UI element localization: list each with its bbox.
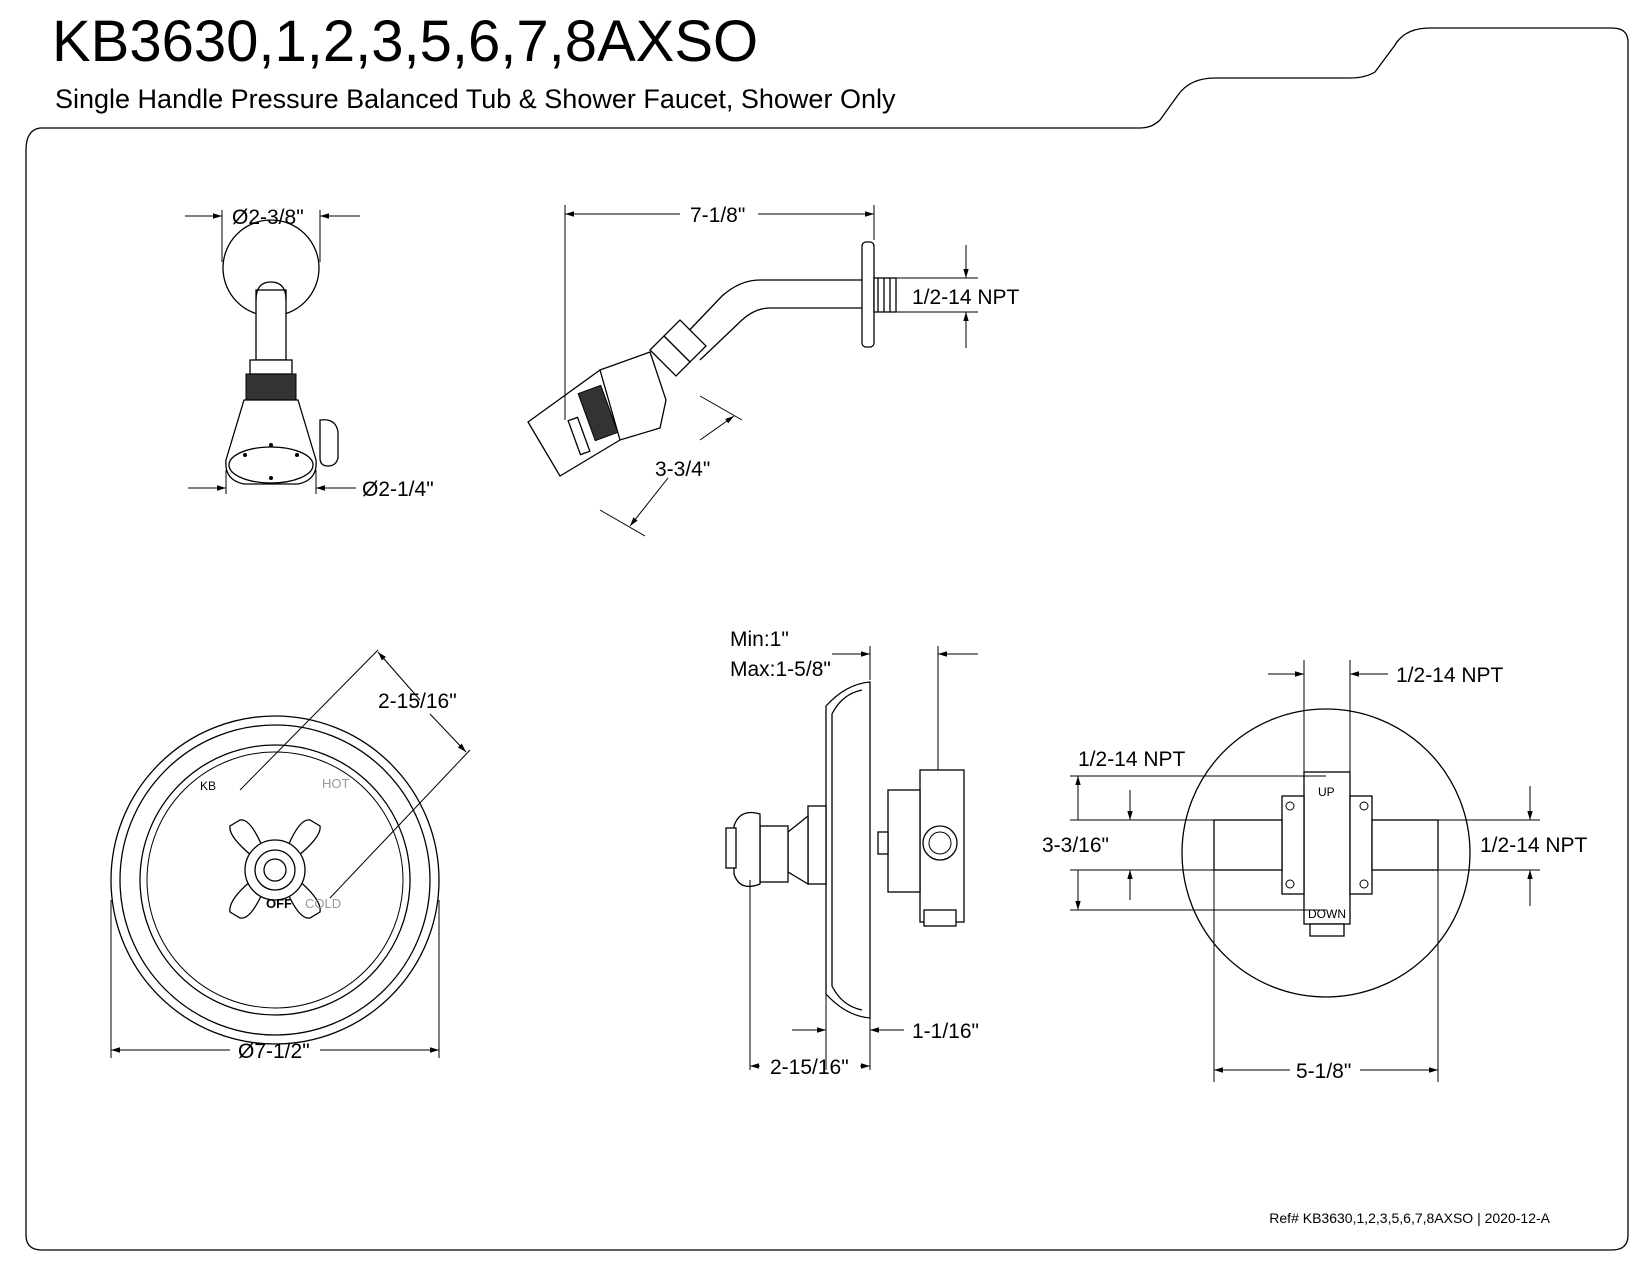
inlet-thread-label: 1/2-14 NPT [912,286,1020,309]
arm-length-label: 7-1/8" [690,204,745,227]
valve-side-view: Min:1" Max:1-5/8" 1-1/16" 2-15/16" [725,628,979,1079]
up-label: UP [1318,785,1335,799]
head-length-label: 3-3/4" [655,458,710,481]
sheet-border [25,27,1629,1251]
left-inlet-label: 1/2-14 NPT [1078,748,1186,771]
reference-number: Ref# KB3630,1,2,3,5,6,7,8AXSO | 2020-12-… [1269,1210,1550,1226]
right-inlet-label: 1/2-14 NPT [1480,834,1588,857]
model-number-title: KB3630,1,2,3,5,6,7,8AXSO [52,9,759,74]
plate-depth-label: 1-1/16" [912,1020,979,1043]
wall-min-label: Min:1" [730,628,789,651]
head-diameter-label: Ø2-1/4" [362,478,434,501]
product-description: Single Handle Pressure Balanced Tub & Sh… [55,84,896,114]
plate-diameter-label: Ø7-1/2" [238,1040,310,1063]
cold-label: COLD [305,896,341,911]
hot-label: HOT [322,776,350,791]
off-label: OFF [266,896,292,911]
down-label: DOWN [1308,907,1346,921]
handle-projection-label: 2-15/16" [770,1056,849,1079]
showerhead-side-view: 7-1/8" 1/2-14 NPT 3-3/4" [527,204,1020,537]
flange-diameter-label: Ø2-3/8" [232,206,304,229]
inlet-height-label: 3-3/16" [1042,834,1109,857]
inlet-span-label: 5-1/8" [1296,1060,1351,1083]
trim-plate-front-view: KB HOT COLD OFF 2-15/16" Ø7-1/2" [110,649,471,1063]
showerhead-front-view: Ø2-3/8" Ø2-1/4" [185,206,434,501]
wall-max-label: Max:1-5/8" [730,658,831,681]
valve-front-view: UP DOWN 1/2-14 NPT 1/2-14 NPT 3-3/16" [1042,660,1588,1083]
handle-radius-label: 2-15/16" [378,690,457,713]
brand-mark: KB [200,779,216,793]
top-outlet-label: 1/2-14 NPT [1396,664,1504,687]
